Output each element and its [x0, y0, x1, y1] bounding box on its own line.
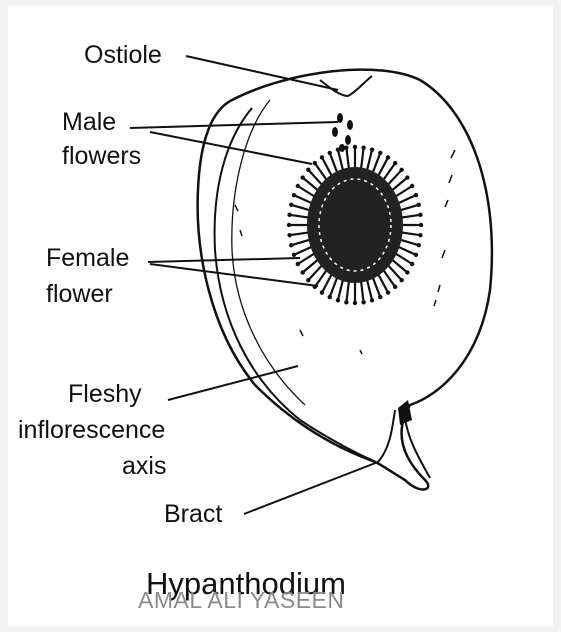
leader-bract: [244, 462, 378, 514]
watermark-text: AMAL ALI YASEEN: [138, 587, 345, 613]
female-flower-tip: [353, 301, 357, 305]
female-flower-tip: [289, 243, 293, 247]
female-flower-tip: [414, 193, 418, 197]
female-flower-tip: [399, 168, 403, 172]
female-flower-tip: [328, 151, 332, 155]
female-flower-tip: [320, 290, 324, 294]
female-flower-tip: [370, 298, 374, 302]
leader-female-1: [148, 258, 300, 262]
female-flower-tip: [287, 223, 291, 227]
female-flower-tip: [361, 300, 365, 304]
female-flower-tip: [292, 253, 296, 257]
female-flower-tip: [300, 270, 304, 274]
female-flower-tip: [386, 155, 390, 159]
label-fleshy-line3: axis: [122, 452, 166, 480]
female-flower-tip: [344, 300, 348, 304]
leader-male-2: [150, 132, 312, 164]
female-flower-tip: [313, 161, 317, 165]
label-male-line2: flowers: [62, 142, 141, 170]
label-ostiole: Ostiole: [84, 41, 162, 69]
female-flower-tip: [399, 278, 403, 282]
female-flower-tip: [418, 213, 422, 217]
female-flower-tip: [393, 285, 397, 289]
female-flower-tip: [419, 223, 423, 227]
label-female-line2: flower: [46, 280, 113, 308]
label-fleshy-line2: inflorescence: [18, 416, 165, 444]
female-flower-tip: [336, 147, 340, 151]
label-female-line1: Female: [46, 244, 129, 272]
female-flower-tip: [361, 145, 365, 149]
female-flower-tip: [370, 147, 374, 151]
female-flower-tip: [296, 262, 300, 266]
female-flower-tip: [410, 262, 414, 266]
male-flowers-cluster: [332, 113, 353, 152]
female-flower-tip: [393, 161, 397, 165]
female-flower-tip: [344, 145, 348, 149]
female-flower-tip: [405, 175, 409, 179]
female-flower-tip: [410, 184, 414, 188]
female-flower-tip: [320, 155, 324, 159]
female-flower-tip: [353, 145, 357, 149]
female-flower-tip: [378, 295, 382, 299]
female-flower-tip: [386, 290, 390, 294]
inner-wall-2: [232, 100, 305, 405]
label-fleshy-line1: Fleshy: [68, 380, 142, 408]
female-flower-tip: [417, 243, 421, 247]
female-flower-tip: [336, 298, 340, 302]
female-flowers-core: [307, 167, 403, 283]
label-bract: Bract: [164, 500, 222, 528]
female-flower-tip: [306, 278, 310, 282]
female-flower-tip: [287, 233, 291, 237]
ostiole-opening: [320, 76, 372, 96]
female-flower-tip: [328, 295, 332, 299]
leader-fleshy: [168, 366, 298, 400]
female-flower-tip: [414, 253, 418, 257]
female-flower-tip: [289, 203, 293, 207]
female-flower-tip: [296, 184, 300, 188]
label-male-line1: Male: [62, 108, 116, 136]
female-flower-tip: [306, 168, 310, 172]
female-flower-tip: [378, 151, 382, 155]
female-flower-tip: [418, 233, 422, 237]
female-flower-tip: [292, 193, 296, 197]
leader-male-1: [130, 122, 338, 128]
female-flower-tip: [300, 175, 304, 179]
female-flower-tip: [405, 270, 409, 274]
female-flower-tip: [417, 203, 421, 207]
female-flower-tip: [287, 213, 291, 217]
